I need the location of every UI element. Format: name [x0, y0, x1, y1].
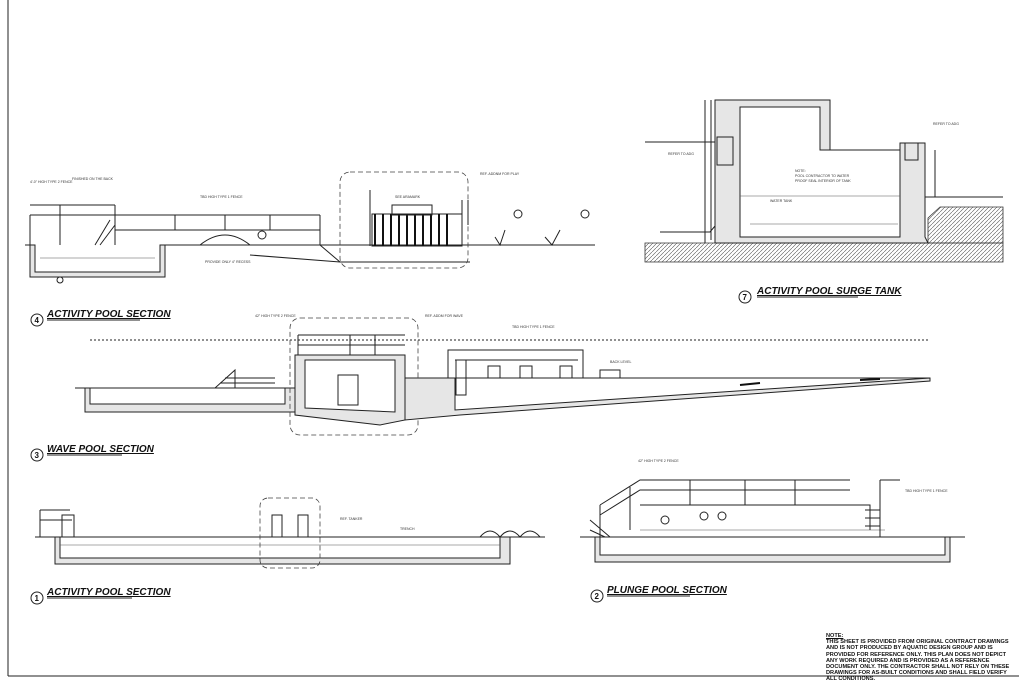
- note-body: THIS SHEET IS PROVIDED FROM ORIGINAL CON…: [826, 639, 1010, 683]
- section-7-surge-tank: NOTE: POOL CONTRACTOR TO WATER PROOF SEA…: [644, 99, 1004, 263]
- svg-text:ACTIVITY POOL SECTION: ACTIVITY POOL SECTION: [46, 587, 171, 598]
- svg-text:4: 4: [35, 316, 40, 325]
- svg-text:4'-0" HIGH TYPE 2 FENCE: 4'-0" HIGH TYPE 2 FENCE: [30, 180, 73, 184]
- svg-text:WATER TANK: WATER TANK: [770, 199, 793, 203]
- svg-text:42" HIGH TYPE 2 FENCE: 42" HIGH TYPE 2 FENCE: [638, 459, 679, 463]
- svg-text:PROVIDE ONLY 4" RECESS: PROVIDE ONLY 4" RECESS: [205, 260, 251, 264]
- section-2-title-block: 2 PLUNGE POOL SECTION: [590, 585, 728, 603]
- section-7-title-block: 7 ACTIVITY POOL SURGE TANK: [738, 286, 902, 304]
- svg-text:TBD HIGH TYPE 1 FENCE: TBD HIGH TYPE 1 FENCE: [512, 325, 555, 329]
- svg-text:7: 7: [743, 293, 748, 302]
- svg-text:PROOF SEAL INTERIOR OF TANK: PROOF SEAL INTERIOR OF TANK: [795, 179, 851, 183]
- svg-text:42" HIGH TYPE 2 FENCE: 42" HIGH TYPE 2 FENCE: [255, 314, 296, 318]
- svg-text:REF. ADDM FOR WAVE: REF. ADDM FOR WAVE: [425, 314, 464, 318]
- section-1-activity-pool: REF. TANKER TRENCH: [35, 497, 545, 569]
- svg-text:SEE ARAMARK: SEE ARAMARK: [395, 195, 421, 199]
- svg-text:TRENCH: TRENCH: [400, 527, 415, 531]
- svg-text:REF. ADDNM FOR PLAY: REF. ADDNM FOR PLAY: [480, 172, 520, 176]
- svg-text:1: 1: [35, 594, 40, 603]
- svg-text:TBD HIGH TYPE 1 FENCE: TBD HIGH TYPE 1 FENCE: [905, 489, 948, 493]
- section-4-title-block: 4 ACTIVITY POOL SECTION: [30, 309, 171, 327]
- svg-text:REFER TO ADG: REFER TO ADG: [933, 122, 959, 126]
- svg-text:ACTIVITY POOL SURGE TANK: ACTIVITY POOL SURGE TANK: [756, 286, 902, 297]
- section-1-title-block: 1 ACTIVITY POOL SECTION: [30, 587, 171, 605]
- svg-text:NOTE:: NOTE:: [795, 169, 806, 173]
- svg-text:ACTIVITY POOL SECTION: ACTIVITY POOL SECTION: [46, 309, 171, 320]
- svg-text:2: 2: [595, 592, 600, 601]
- svg-text:REFER TO ADG: REFER TO ADG: [668, 152, 694, 156]
- section-2-plunge-pool: 42" HIGH TYPE 2 FENCE TBD HIGH TYPE 1 FE…: [580, 459, 965, 563]
- note-heading: NOTE:: [826, 633, 844, 639]
- svg-text:FINISHED ON THE BACK: FINISHED ON THE BACK: [72, 177, 114, 181]
- section-3-title-block: 3 WAVE POOL SECTION: [30, 444, 155, 462]
- svg-text:POOL CONTRACTOR TO WATER: POOL CONTRACTOR TO WATER: [795, 174, 850, 178]
- svg-text:PLUNGE POOL SECTION: PLUNGE POOL SECTION: [607, 585, 728, 596]
- general-note: NOTE: THIS SHEET IS PROVIDED FROM ORIGIN…: [826, 633, 1016, 683]
- svg-text:REF. TANKER: REF. TANKER: [340, 517, 363, 521]
- section-4-activity-pool: 4'-0" HIGH TYPE 2 FENCE FINISHED ON THE …: [25, 171, 595, 284]
- svg-text:BACK LEVEL: BACK LEVEL: [610, 360, 631, 364]
- svg-text:TBD HIGH TYPE 1 FENCE: TBD HIGH TYPE 1 FENCE: [200, 195, 243, 199]
- svg-text:3: 3: [35, 451, 40, 460]
- section-3-wave-pool: 42" HIGH TYPE 2 FENCE REF. ADDM FOR WAVE…: [75, 314, 931, 436]
- svg-text:WAVE POOL SECTION: WAVE POOL SECTION: [47, 444, 155, 455]
